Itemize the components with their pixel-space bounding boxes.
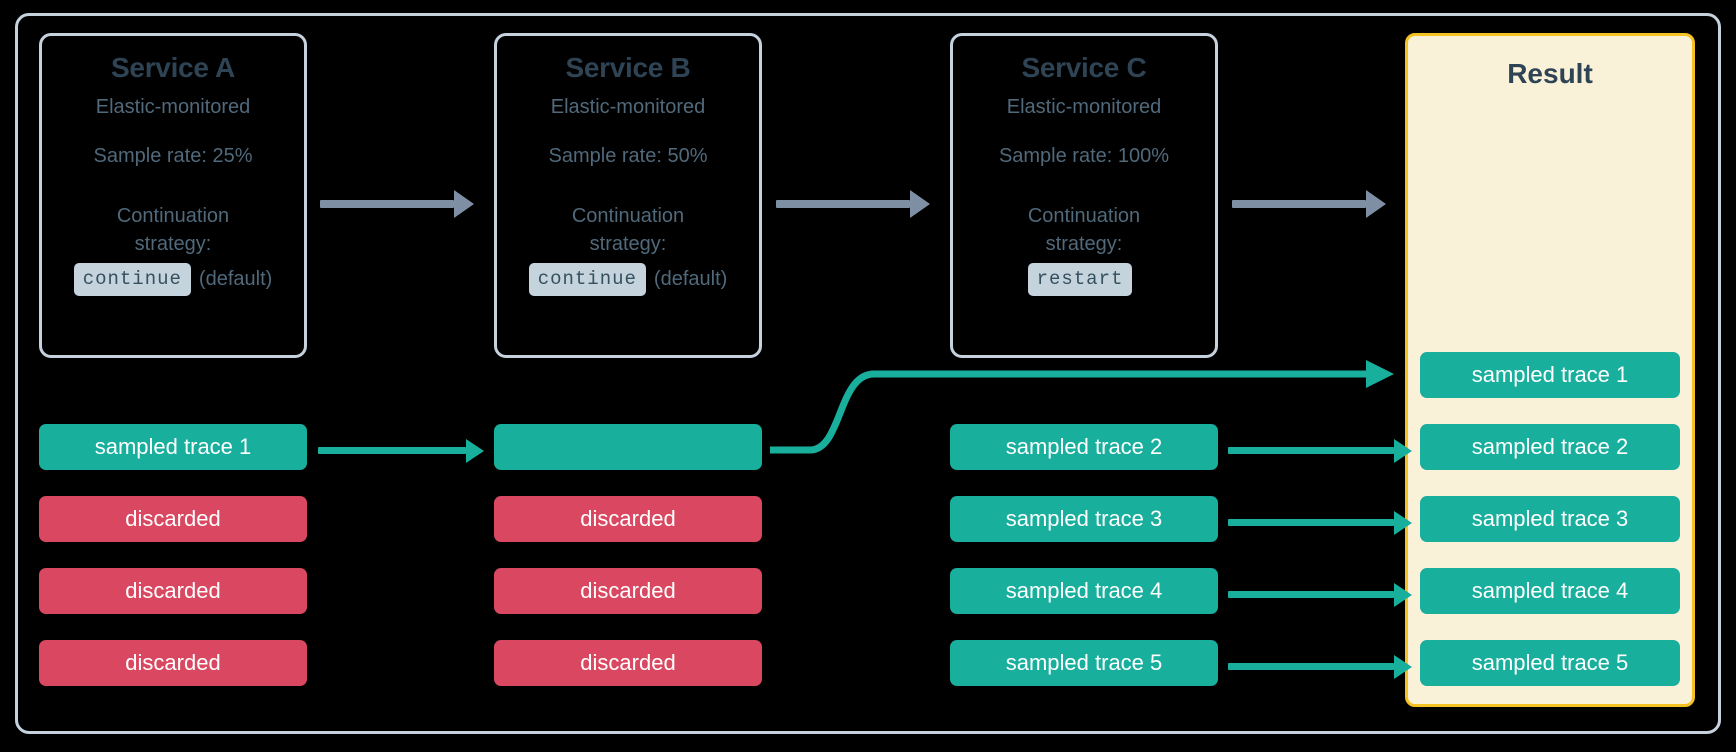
bar-service-a-row-3: discarded	[39, 568, 307, 614]
bar-label: discarded	[580, 578, 676, 603]
bar-label: discarded	[125, 650, 221, 675]
bar-result-row-4: sampled trace 4	[1420, 568, 1680, 614]
service-box-c: Service C Elastic-monitored Sample rate:…	[950, 33, 1218, 358]
bar-label: sampled trace 1	[1471, 362, 1629, 387]
bar-service-b-row-4: discarded	[494, 640, 762, 686]
bar-result-row-5: sampled trace 5	[1420, 640, 1680, 686]
service-c-strategy-row: restart	[1027, 262, 1141, 296]
bar-service-c-row-2: sampled trace 3	[950, 496, 1218, 542]
bar-label: discarded	[580, 506, 676, 531]
bar-service-c-row-3: sampled trace 4	[950, 568, 1218, 614]
diagram-frame	[15, 13, 1721, 734]
service-a-strategy-note: (default)	[198, 268, 273, 291]
service-a-continuation: Continuation strategy: continue (default…	[73, 202, 273, 296]
service-box-a: Service A Elastic-monitored Sample rate:…	[39, 33, 307, 358]
service-a-sample-rate: Sample rate: 25%	[93, 145, 253, 167]
bar-label: sampled trace 3	[1471, 506, 1629, 531]
bar-service-b-row-3: discarded	[494, 568, 762, 614]
service-a-title: Service A	[111, 52, 235, 83]
bar-service-b-row-2: discarded	[494, 496, 762, 542]
bar-label: discarded	[125, 578, 221, 603]
bar-service-a-row-2: discarded	[39, 496, 307, 542]
service-a-strategy-chip: continue	[73, 262, 191, 296]
service-b-title: Service B	[565, 52, 691, 83]
bar-service-a-row-1: sampled trace 1	[39, 424, 307, 470]
service-b-subtitle: Elastic-monitored	[550, 96, 706, 118]
service-b-strategy-chip: continue	[528, 262, 646, 296]
bar-result-row-3: sampled trace 3	[1420, 496, 1680, 542]
service-c-title: Service C	[1021, 52, 1147, 83]
service-c-continuation: Continuation strategy: restart	[1027, 202, 1141, 296]
service-b-continuation-line1: Continuation	[571, 205, 685, 227]
service-c-continuation-line1: Continuation	[1027, 205, 1141, 227]
bar-service-a-row-4: discarded	[39, 640, 307, 686]
service-a-subtitle: Elastic-monitored	[95, 96, 251, 118]
bar-result-row-1: sampled trace 1	[1420, 352, 1680, 398]
bar-service-b-row-1	[494, 424, 762, 470]
service-b-sample-rate: Sample rate: 50%	[548, 145, 708, 167]
bar-label: sampled trace 4	[1471, 578, 1629, 603]
service-c-continuation-line2: strategy:	[1045, 233, 1123, 256]
service-c-subtitle: Elastic-monitored	[1006, 96, 1162, 118]
result-title: Result	[1507, 58, 1593, 89]
curved-connector-b-to-result	[770, 360, 1394, 454]
service-b-strategy-row: continue (default)	[528, 262, 728, 296]
service-c-strategy-chip: restart	[1027, 262, 1133, 296]
bar-label: sampled trace 5	[1005, 650, 1163, 675]
bar-label: sampled trace 3	[1005, 506, 1163, 531]
service-b-continuation: Continuation strategy: continue (default…	[528, 202, 728, 296]
bar-result-row-2: sampled trace 2	[1420, 424, 1680, 470]
service-a-continuation-line1: Continuation	[116, 205, 230, 227]
bar-label: sampled trace 2	[1471, 434, 1629, 459]
service-box-b: Service B Elastic-monitored Sample rate:…	[494, 33, 762, 358]
bar-label: sampled trace 4	[1005, 578, 1163, 603]
service-c-sample-rate: Sample rate: 100%	[998, 145, 1170, 167]
service-b-continuation-line2: strategy:	[589, 233, 667, 256]
bar-service-c-row-1: sampled trace 2	[950, 424, 1218, 470]
bar-label: discarded	[580, 650, 676, 675]
service-b-strategy-note: (default)	[653, 268, 728, 291]
bar-label: sampled trace 1	[94, 434, 252, 459]
service-a-continuation-line2: strategy:	[134, 233, 212, 256]
bar-service-c-row-4: sampled trace 5	[950, 640, 1218, 686]
service-a-strategy-row: continue (default)	[73, 262, 273, 296]
bar-label: sampled trace 5	[1471, 650, 1629, 675]
bar-label: sampled trace 2	[1005, 434, 1163, 459]
bar-label: discarded	[125, 506, 221, 531]
